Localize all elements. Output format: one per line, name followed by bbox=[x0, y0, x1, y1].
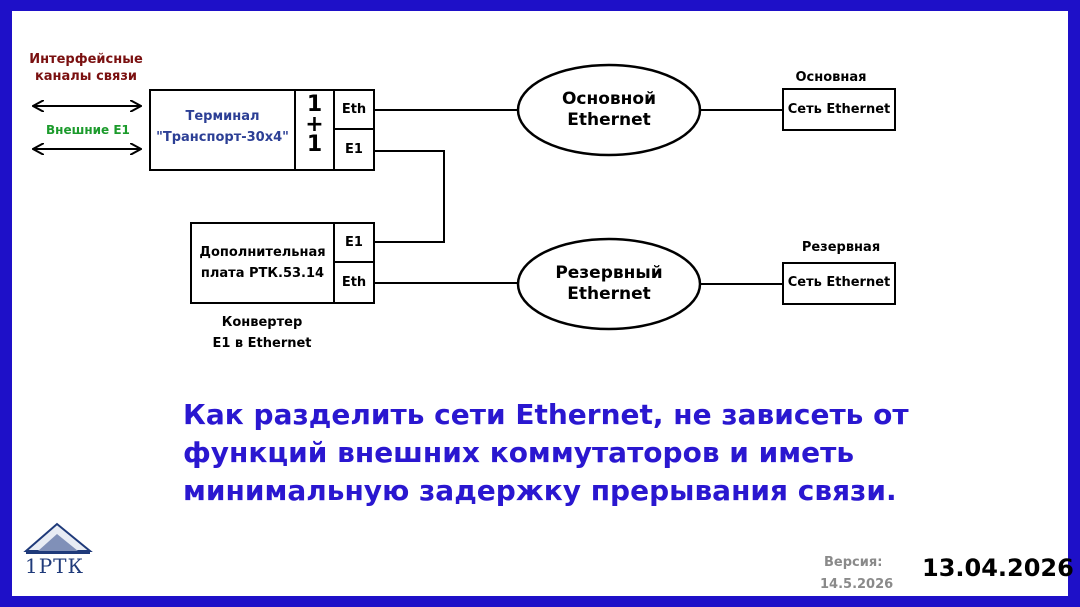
headline: Как разделить сети Ethernet, не зависеть… bbox=[183, 396, 1053, 510]
interface-channels-label: Интерфейсные каналы связи bbox=[29, 52, 143, 84]
extra-board-eth-label: Eth bbox=[341, 275, 367, 290]
redundancy-label: 1 + 1 bbox=[305, 92, 324, 157]
extra-board-eth-port bbox=[333, 261, 375, 304]
terminal-eth-label: Eth bbox=[341, 102, 367, 117]
reserve-network-box bbox=[782, 262, 896, 305]
reserve-network-label: Сеть Ethernet bbox=[787, 275, 891, 290]
headline-line-1: Как разделить сети Ethernet, не зависеть… bbox=[183, 398, 909, 431]
terminal-e1-port bbox=[333, 128, 375, 171]
headline-line-3: минимальную задержку прерывания связи. bbox=[183, 474, 897, 507]
network-diagram bbox=[23, 63, 896, 554]
external-e1-label: Внешние E1 bbox=[46, 123, 130, 137]
reserve-network-caption: Резервная bbox=[801, 240, 881, 255]
e1-link-line bbox=[374, 150, 445, 243]
main-network-caption: Основная bbox=[795, 70, 867, 85]
logo-text: 1РТК bbox=[25, 554, 84, 578]
extra-board-label: Дополнительная плата РТК.53.14 bbox=[199, 245, 326, 281]
main-network-box bbox=[782, 88, 896, 131]
slide-canvas: Интерфейсные каналы связи Внешние E1 Тер… bbox=[12, 11, 1074, 596]
terminal-e1-label: E1 bbox=[345, 142, 363, 157]
terminal-box bbox=[149, 89, 296, 171]
reserve-ethernet-label: Резервный Ethernet bbox=[555, 263, 663, 304]
company-logo bbox=[23, 522, 93, 554]
extra-board-e1-port bbox=[333, 222, 375, 263]
main-network-label: Сеть Ethernet bbox=[787, 102, 891, 117]
version-value: 14.5.2026 bbox=[820, 577, 894, 592]
terminal-label: Терминал "Транспорт-30х4" bbox=[156, 109, 289, 145]
main-ethernet-label: Основной Ethernet bbox=[561, 89, 657, 130]
version-label: Версия: bbox=[824, 555, 883, 570]
terminal-eth-port bbox=[333, 89, 375, 130]
extra-board-e1-label: E1 bbox=[345, 235, 363, 250]
date-label: 13.04.2026 bbox=[922, 554, 1074, 582]
headline-line-2: функций внешних коммутаторов и иметь bbox=[183, 436, 855, 469]
converter-caption: Конвертер E1 в Ethernet bbox=[212, 315, 312, 351]
